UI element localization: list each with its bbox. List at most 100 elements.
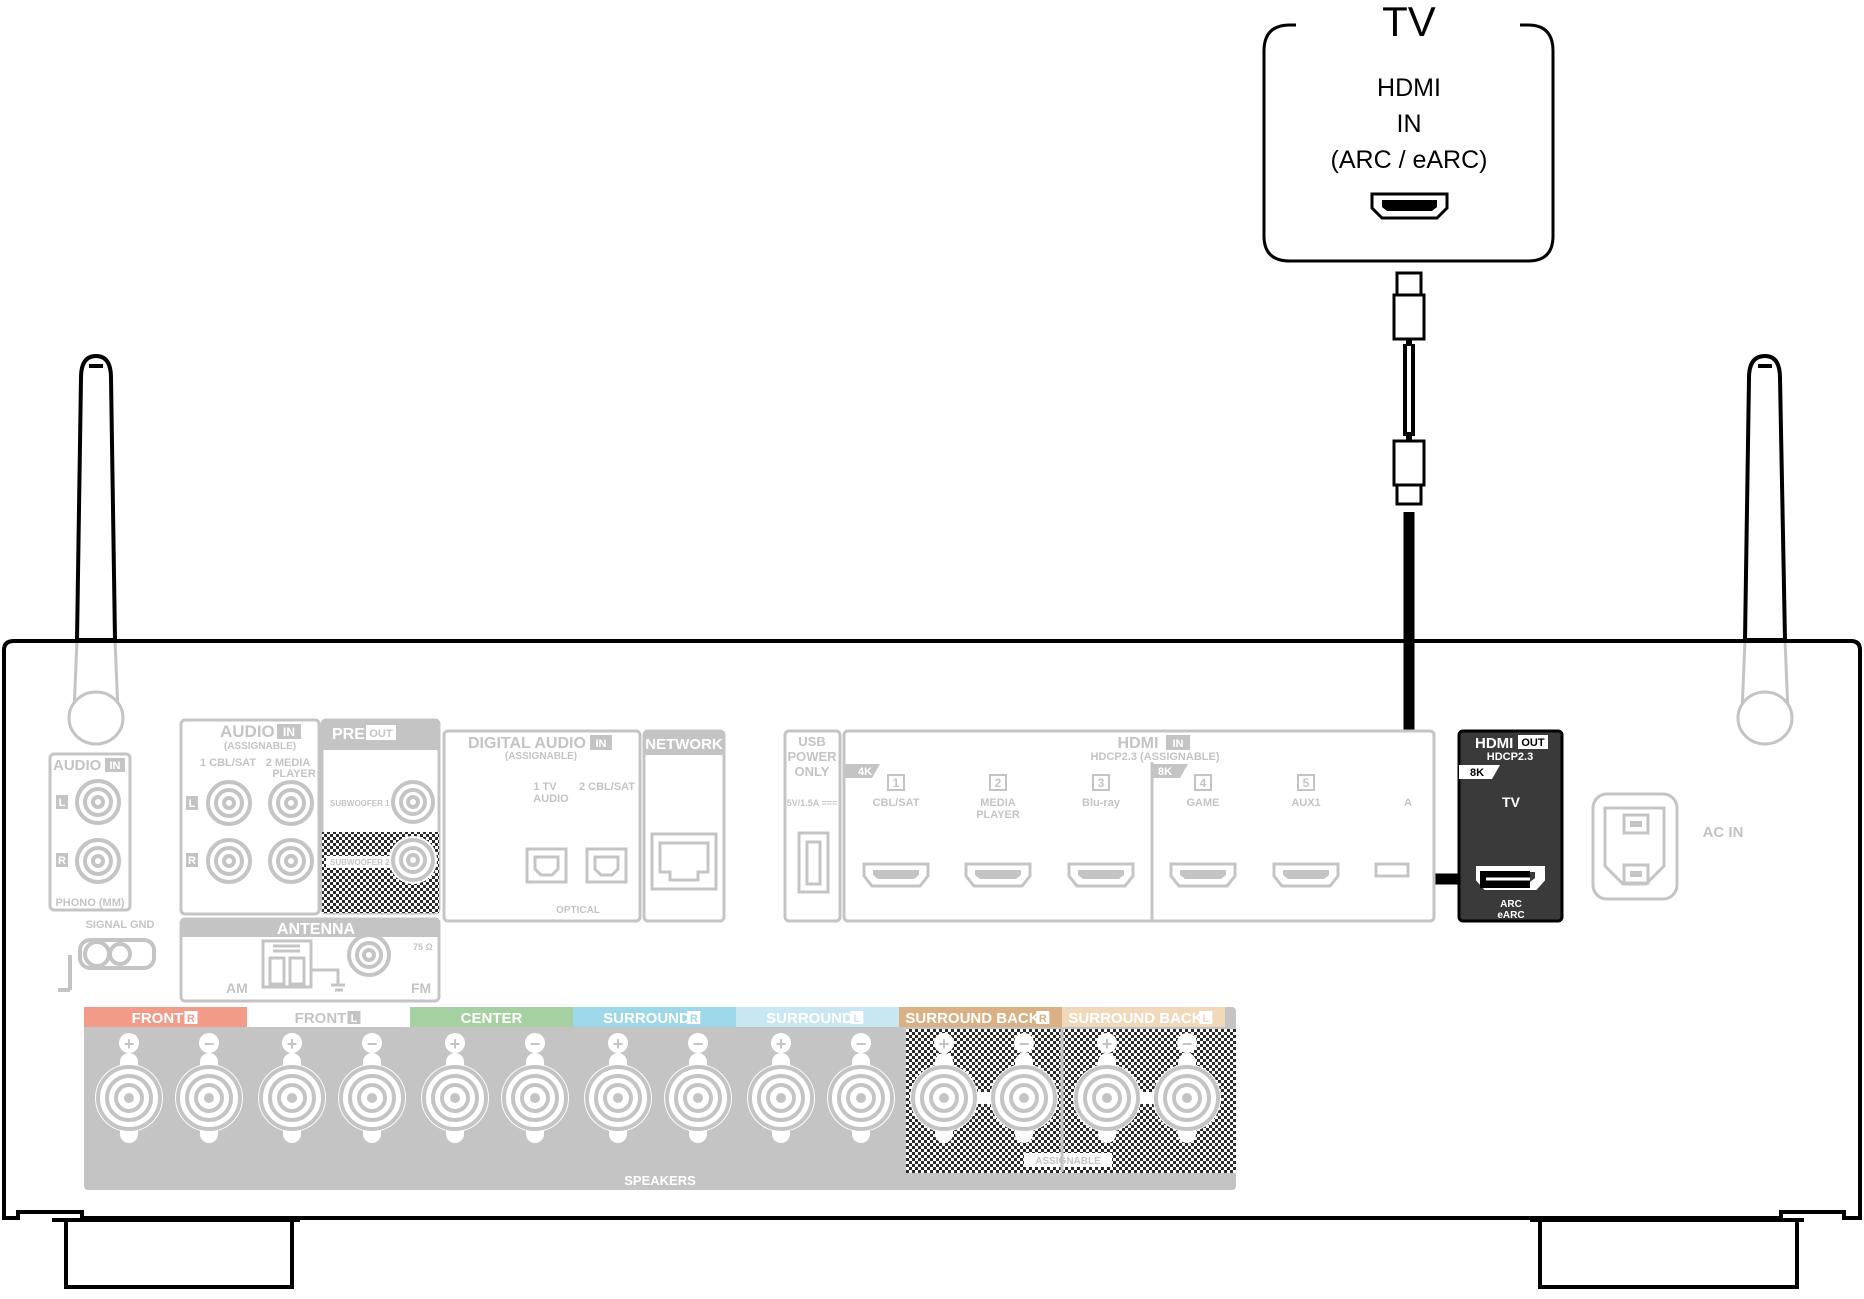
optical-label: OPTICAL (556, 905, 600, 916)
speaker-channel-side: L (853, 1013, 860, 1025)
cable-plug-bottom-body (1392, 439, 1426, 487)
audio-in-l-label: L (189, 798, 196, 810)
speaker-terminal-negative[interactable]: − (338, 1033, 406, 1143)
speaker-terminal-positive[interactable]: + (95, 1033, 163, 1143)
speaker-channel-header (899, 1007, 1062, 1027)
hdmi-in-section: HDMI IN HDCP2.3 (ASSIGNABLE) 4K 8K 1CBL/… (842, 729, 1436, 923)
subwoofer1-jack[interactable] (391, 780, 435, 824)
minus-sign: − (1019, 1034, 1030, 1054)
minus-sign: − (204, 1034, 215, 1054)
pre-out-sub2-label: SUBWOOFER 2 (330, 858, 390, 867)
speaker-terminal-negative[interactable]: − (501, 1033, 569, 1143)
pre-out-section: PRE OUT SUBWOOFER 1 SUBWOOFER 2 (320, 718, 441, 915)
minus-sign: − (1182, 1034, 1193, 1054)
optical-in1-port[interactable] (525, 847, 568, 884)
speaker-channel-3: CENTER+− (410, 1007, 575, 1172)
hdmi-port-shape (1374, 862, 1410, 878)
hdmi-port-shape (1067, 862, 1135, 888)
speaker-channel-side: R (690, 1013, 698, 1025)
speakers-title: SPEAKERS (624, 1173, 696, 1188)
speaker-terminal-positive[interactable]: + (258, 1033, 326, 1143)
wireless-antenna-right (1736, 353, 1794, 746)
audio-in-jack-1l[interactable] (206, 780, 252, 826)
speaker-terminal-negative[interactable]: − (175, 1033, 243, 1143)
minus-sign: − (367, 1034, 378, 1054)
audio-in-badge: IN (283, 725, 295, 739)
hdmi-in-port-label-b: PLAYER (976, 809, 1020, 821)
audio-in-jack-2r[interactable] (268, 838, 314, 884)
hdmi-in-port-6[interactable]: A (1374, 797, 1412, 878)
usb-port[interactable] (797, 831, 830, 894)
hdmi-in-port-label: Blu-ray (1082, 797, 1121, 809)
speaker-channel-name: SURROUND (766, 1010, 853, 1027)
signal-gnd-label: SIGNAL GND (86, 919, 155, 931)
hdmi-out-8k-badge: 8K (1470, 767, 1484, 779)
plus-sign: + (124, 1034, 135, 1054)
phono-jack-l[interactable] (75, 779, 121, 825)
speaker-terminal-negative[interactable]: − (990, 1033, 1058, 1143)
hdmi-in-port-label: GAME (1187, 797, 1220, 809)
phono-audio-in-section: AUDIO IN L R PHONO (MM) SIGNAL GND (48, 752, 156, 992)
speaker-channel-name: SURROUND BACK (905, 1010, 1039, 1027)
phono-audio-in-title: AUDIO (53, 757, 102, 774)
digital-audio-in-section: DIGITAL AUDIO IN (ASSIGNABLE) 1 TV AUDIO… (442, 729, 642, 923)
audio-in-jack-1r[interactable] (206, 838, 252, 884)
phono-l-label: L (59, 797, 66, 809)
speaker-terminal-positive[interactable]: + (421, 1033, 489, 1143)
optical-in2-port[interactable] (585, 847, 628, 884)
fm-ohm-label: 75 Ω (413, 942, 433, 952)
speaker-channel-name: FRONT (295, 1010, 347, 1027)
speaker-terminal-negative[interactable]: − (827, 1033, 895, 1143)
audio-in-jack-2l[interactable] (268, 780, 314, 826)
speaker-terminal-negative[interactable]: − (1153, 1033, 1221, 1143)
tv-port-label-line1: HDMI (1377, 74, 1441, 102)
speaker-terminal-negative[interactable]: − (664, 1033, 732, 1143)
hdmi-in-subtitle: HDCP2.3 (ASSIGNABLE) (1091, 751, 1220, 763)
subwoofer2-jack[interactable] (389, 836, 437, 884)
phono-r-label: R (58, 855, 66, 867)
ethernet-port[interactable] (650, 832, 718, 891)
phono-jack-r[interactable] (75, 838, 121, 884)
pre-out-sub1-label: SUBWOOFER 1 (330, 799, 390, 808)
hdmi-out-badge: OUT (1521, 737, 1545, 749)
plus-sign: + (287, 1034, 298, 1054)
speaker-channel-header (1062, 1007, 1225, 1027)
speaker-terminal-positive[interactable]: + (1073, 1033, 1141, 1143)
optical-in2-label: 2 CBL/SAT (579, 781, 635, 793)
ac-inlet[interactable] (1591, 792, 1679, 901)
hdmi-out-title: HDMI (1475, 735, 1513, 752)
hdmi-in-port-number: 3 (1098, 776, 1105, 790)
hdmi-port-shape (862, 862, 930, 888)
hdmi-out-earc-label: eARC (1497, 910, 1524, 921)
digital-audio-badge: IN (596, 738, 607, 750)
speaker-terminal-positive[interactable]: + (747, 1033, 815, 1143)
hdmi-out-hdcp: HDCP2.3 (1487, 751, 1533, 763)
receiver-foot-left (64, 1220, 294, 1289)
av-receiver-rear-panel (2, 639, 1862, 1289)
hdmi-out-arc-label: ARC (1500, 899, 1522, 910)
signal-gnd-terminal[interactable] (58, 938, 156, 992)
plus-sign: + (776, 1034, 787, 1054)
speaker-terminal-positive[interactable]: + (910, 1033, 978, 1143)
hdmi-in-badge: IN (1173, 738, 1184, 750)
fm-antenna-connector[interactable] (347, 933, 391, 977)
hdmi-in-port-number: 2 (995, 776, 1002, 790)
am-antenna-terminal[interactable] (261, 939, 345, 992)
hdmi-in-8k-badge: 8K (1158, 766, 1172, 778)
minus-sign: − (530, 1034, 541, 1054)
hdmi-port-shape (1169, 862, 1237, 888)
usb-label-1: USB (798, 734, 825, 749)
wireless-antenna-left (67, 353, 125, 746)
speaker-terminal-positive[interactable]: + (584, 1033, 652, 1143)
